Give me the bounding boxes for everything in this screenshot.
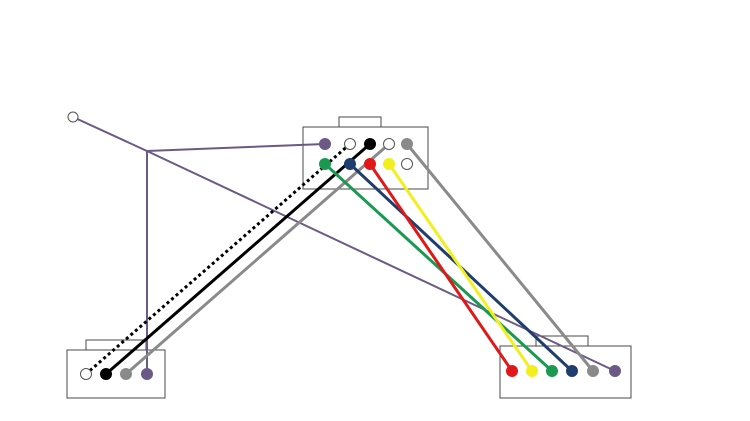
wire-purple-free-terminal-to-junction bbox=[72, 116, 148, 152]
wire-red-top-row2-red-to-right-red bbox=[368, 162, 514, 373]
terminal-left-white bbox=[80, 368, 92, 380]
terminal-top-row2-white bbox=[401, 158, 413, 170]
top-connector-box-tab bbox=[338, 116, 382, 128]
terminal-top-row1-gray bbox=[401, 138, 413, 150]
wires-layer bbox=[72, 116, 616, 376]
terminal-left-purple bbox=[141, 368, 153, 380]
terminal-top-row2-green bbox=[319, 158, 331, 170]
terminal-right-purple bbox=[609, 365, 621, 377]
terminal-right-gray bbox=[587, 365, 599, 377]
terminal-right-red bbox=[506, 365, 518, 377]
wire-black-top-row1-black-to-left-black bbox=[104, 142, 372, 376]
terminal-top-row2-red bbox=[364, 158, 376, 170]
terminal-right-yellow bbox=[526, 365, 538, 377]
terminal-top-row1-white bbox=[344, 138, 356, 150]
wire-gray-top-row1-white2-to-left-gray bbox=[124, 142, 391, 376]
terminal-left-gray bbox=[120, 368, 132, 380]
wire-gray-top-row1-gray-to-right-gray bbox=[405, 142, 595, 373]
terminal-top-row2-yellow bbox=[383, 158, 395, 170]
terminal-left-black bbox=[100, 368, 112, 380]
wire-yellow-top-row2-yellow-to-right-yellow bbox=[387, 162, 534, 373]
terminal-top-row1-black bbox=[364, 138, 376, 150]
terminal-right-green bbox=[546, 365, 558, 377]
terminal-free-white bbox=[67, 111, 79, 123]
wire-black-top-row1-white-to-left-white bbox=[85, 142, 351, 376]
terminal-top-row2-navy bbox=[344, 158, 356, 170]
wire-green-top-row2-green-to-right-green bbox=[323, 162, 554, 373]
terminal-top-row1-purple bbox=[319, 138, 331, 150]
wire-purple-junction-to-right-purple bbox=[146, 150, 616, 372]
wire-purple-junction-to-top-row1-purple bbox=[146, 143, 326, 152]
terminal-top-row1-white2 bbox=[383, 138, 395, 150]
terminal-right-navy bbox=[566, 365, 578, 377]
terminals-layer bbox=[67, 111, 621, 380]
